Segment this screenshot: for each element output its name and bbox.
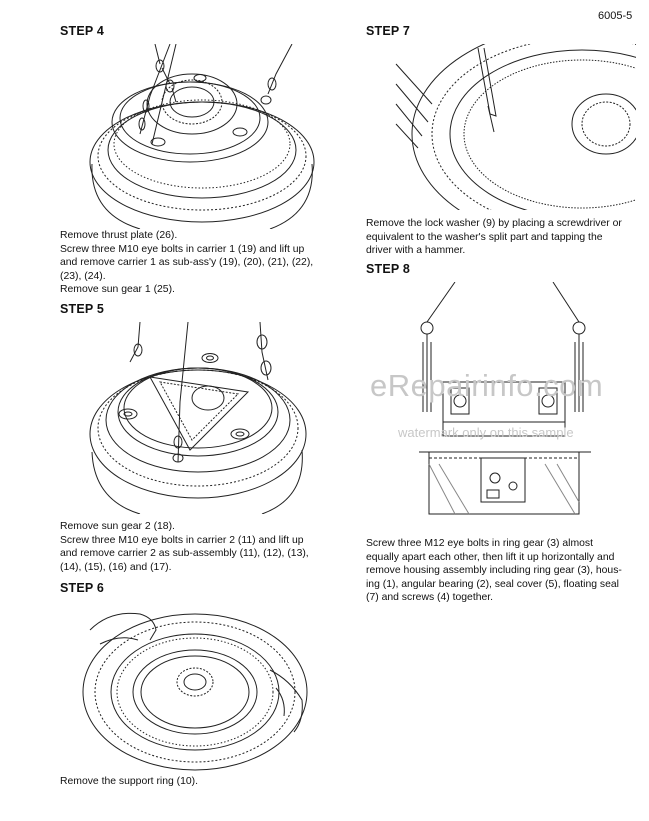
text-line: ing (1), angular bearing (2), seal cover…: [366, 578, 619, 590]
step-4-figure: [80, 44, 325, 229]
text-line: equivalent to the washer's split part an…: [366, 231, 603, 243]
step-6-text: Remove the support ring (10).: [60, 775, 328, 789]
text-line: (7) and screws (4) together.: [366, 592, 494, 604]
step-6-figure: [80, 600, 310, 772]
step-7-text: Remove the lock washer (9) by placing a …: [366, 217, 636, 258]
text-line: and remove carrier 2 as sub-assembly (11…: [60, 548, 309, 560]
watermark-note: watermark only on this sample: [398, 425, 574, 440]
step-5-figure: [80, 322, 320, 514]
text-line: Remove the support ring (10).: [60, 776, 199, 787]
text-line: Remove sun gear 2 (18).: [60, 521, 175, 532]
text-line: (23), (24).: [60, 270, 106, 282]
step-7-figure: [392, 44, 636, 210]
step-6-heading: STEP 6: [60, 581, 105, 595]
text-line: (14), (15), (16) and (17).: [60, 561, 172, 573]
text-line: Screw three M10 eye bolts in carrier 2 (…: [60, 534, 304, 546]
text-line: Remove sun gear 1 (25).: [60, 284, 175, 296]
text-line: equally apart each other, then lift it u…: [366, 551, 615, 563]
step-5-text: Remove sun gear 2 (18). Screw three M10 …: [60, 520, 328, 574]
text-line: driver with a hammer.: [366, 245, 466, 257]
step-8-heading: STEP 8: [366, 262, 411, 276]
step-4-heading: STEP 4: [60, 24, 105, 38]
step-4-text: Remove thrust plate (26). Screw three M1…: [60, 229, 328, 297]
text-line: and remove carrier 1 as sub-ass'y (19), …: [60, 257, 314, 269]
text-line: Screw three M12 eye bolts in ring gear (…: [366, 538, 593, 549]
step-5-heading: STEP 5: [60, 302, 105, 316]
text-line: Remove the lock washer (9) by placing a …: [366, 218, 622, 229]
step-8-figure: [415, 282, 595, 522]
text-line: Remove thrust plate (26).: [60, 230, 178, 241]
watermark-brand: eRepairinfo.com: [370, 368, 604, 403]
step-8-text: Screw three M12 eye bolts in ring gear (…: [366, 537, 636, 605]
page-number: 6005-5: [598, 10, 633, 22]
step-7-heading: STEP 7: [366, 24, 411, 38]
text-line: Screw three M10 eye bolts in carrier 1 (…: [60, 243, 305, 255]
text-line: remove housing assembly including ring g…: [366, 565, 622, 577]
